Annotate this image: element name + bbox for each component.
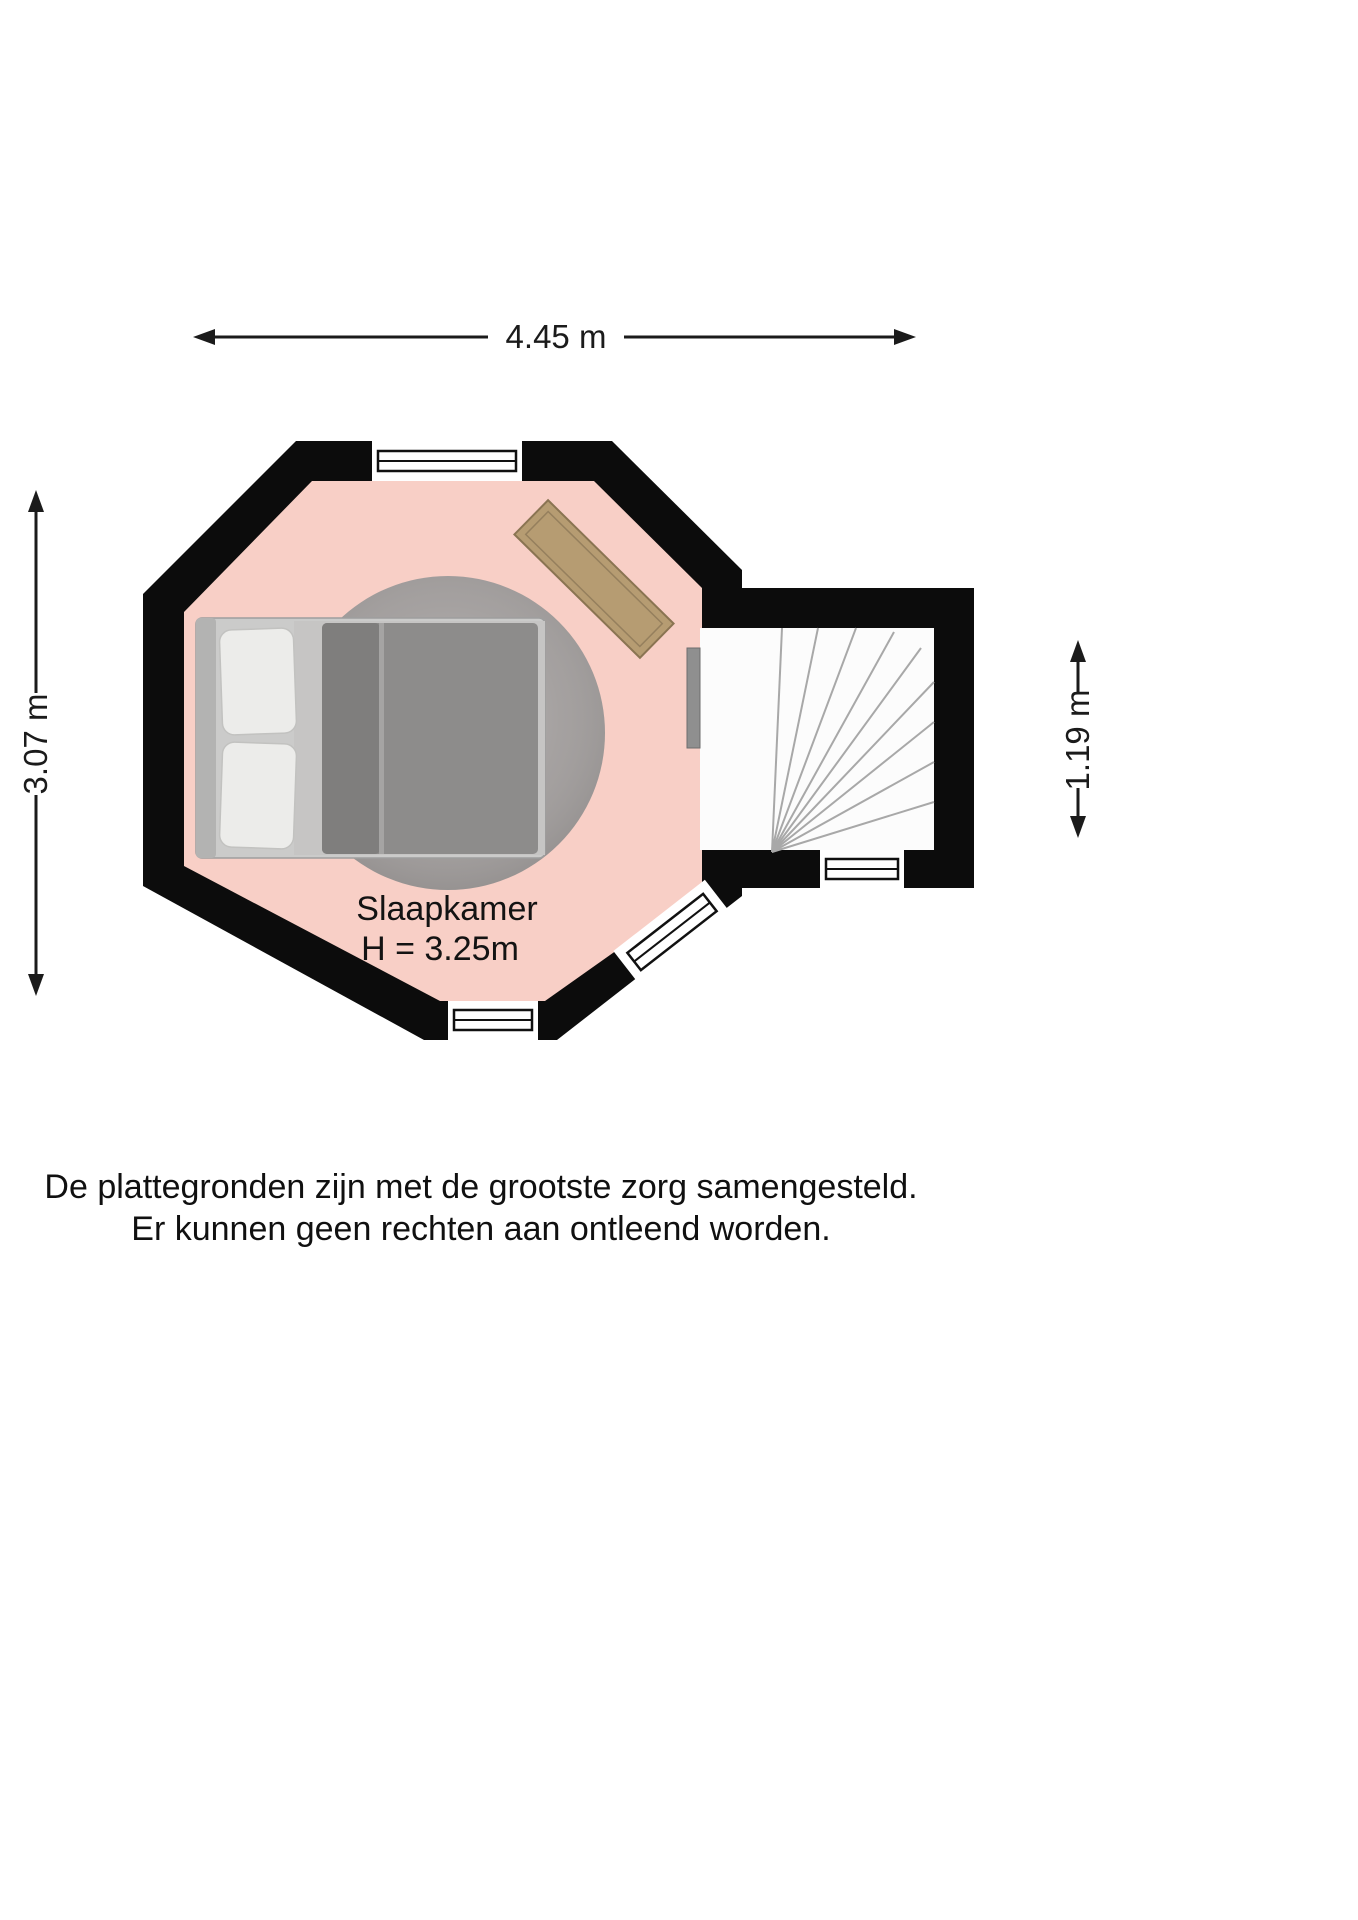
- window-stairwell: [820, 850, 904, 888]
- dimension-left-label: 3.07 m: [17, 694, 54, 795]
- dimension-left: 3.07 m: [17, 490, 54, 996]
- window-diagonal: [613, 879, 731, 985]
- disclaimer-line-1: De plattegronden zijn met de grootste zo…: [44, 1168, 917, 1206]
- room-name-label: Slaapkamer: [356, 890, 537, 928]
- desk: [512, 498, 676, 660]
- stairwell: [686, 627, 935, 853]
- desk-inner-edge: [524, 510, 664, 648]
- dimension-right: 1.19 m: [1059, 640, 1096, 838]
- desk-top: [512, 498, 676, 660]
- dimension-right-label: 1.19 m: [1059, 690, 1096, 791]
- windows: [372, 441, 904, 1040]
- stair-railing: [686, 647, 701, 749]
- bed-duvet-fold: [322, 623, 380, 854]
- bed-pillow: [218, 627, 298, 736]
- disclaimer: De plattegronden zijn met de grootste zo…: [44, 1168, 917, 1248]
- room-labels: Slaapkamer H = 3.25m: [356, 890, 537, 968]
- bed-duvet-crease: [379, 623, 384, 854]
- window-top: [372, 441, 522, 481]
- arrowhead-down-icon: [28, 974, 44, 996]
- arrowhead-right-icon: [894, 329, 916, 345]
- arrowhead-up-icon: [28, 490, 44, 512]
- window-bottom: [448, 1001, 538, 1040]
- stair-treads: [771, 627, 935, 853]
- bed-headboard: [196, 618, 216, 858]
- dimension-top: 4.45 m: [193, 318, 916, 355]
- bed-pillow: [218, 741, 298, 850]
- arrowhead-up-icon: [1070, 640, 1086, 662]
- dimension-top-label: 4.45 m: [506, 318, 607, 355]
- room-height-label: H = 3.25m: [361, 930, 519, 968]
- arrowhead-left-icon: [193, 329, 215, 345]
- disclaimer-line-2: Er kunnen geen rechten aan ontleend word…: [131, 1210, 830, 1248]
- arrowhead-down-icon: [1070, 816, 1086, 838]
- bed: [195, 617, 546, 859]
